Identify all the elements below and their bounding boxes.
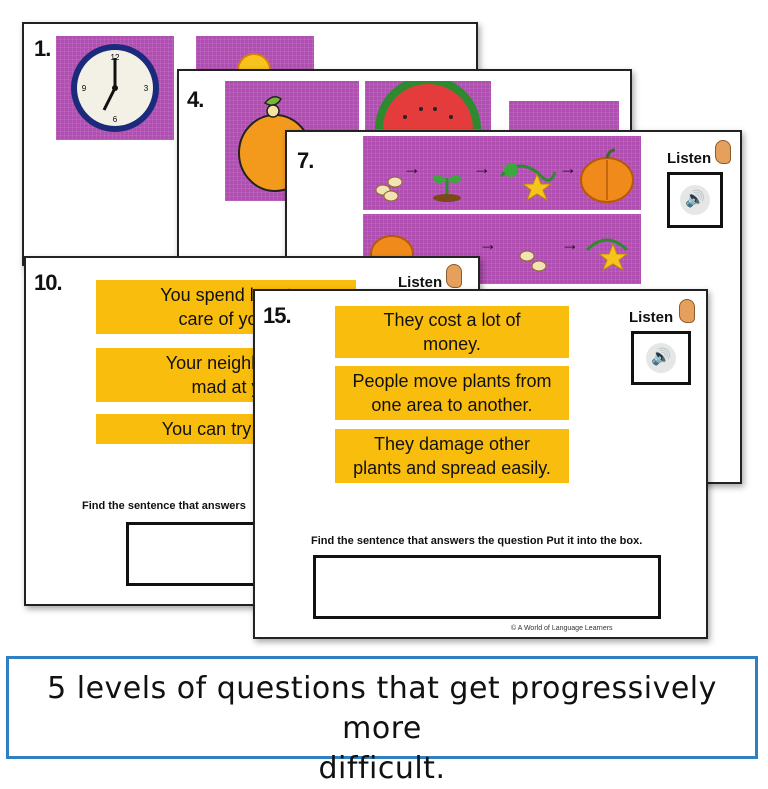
listen-label: Listen bbox=[398, 274, 443, 291]
copyright-text: © A World of Language Learners bbox=[511, 625, 613, 632]
slide-number: 15. bbox=[263, 303, 292, 328]
listen-label: Listen bbox=[667, 150, 712, 167]
slide-number: 4. bbox=[187, 87, 204, 112]
audio-button[interactable]: 🔊 bbox=[667, 172, 723, 228]
slide-number: 10. bbox=[34, 270, 63, 295]
seeds-icon bbox=[519, 250, 547, 272]
arrow-icon: → bbox=[479, 234, 497, 254]
speaker-icon[interactable]: 🔊 bbox=[680, 185, 710, 215]
arrow-icon: → bbox=[559, 158, 577, 178]
slide-number: 1. bbox=[34, 36, 51, 61]
answer-option[interactable]: They damage other plants and spread easi… bbox=[335, 429, 569, 483]
answer-option[interactable]: They cost a lot of money. bbox=[335, 306, 569, 358]
ear-icon bbox=[446, 264, 462, 288]
instruction-text: Find the sentence that answers bbox=[82, 500, 246, 512]
answer-drop-box[interactable] bbox=[313, 555, 661, 619]
ear-icon bbox=[679, 299, 695, 323]
svg-text:9: 9 bbox=[82, 84, 87, 93]
answer-option[interactable]: People move plants from one area to anot… bbox=[335, 366, 569, 420]
speaker-icon[interactable]: 🔊 bbox=[646, 343, 676, 373]
svg-text:12: 12 bbox=[111, 53, 120, 62]
answer-line: mad at y bbox=[191, 377, 261, 397]
vine-flower-icon bbox=[585, 238, 629, 272]
pumpkin-icon bbox=[580, 148, 634, 203]
svg-text:6: 6 bbox=[113, 115, 118, 124]
seeds-icon bbox=[375, 176, 403, 202]
ear-icon bbox=[715, 140, 731, 164]
arrow-icon: → bbox=[403, 158, 421, 178]
arrow-icon: → bbox=[473, 158, 491, 178]
clock-icon: 12 3 6 9 bbox=[71, 44, 159, 132]
listen-label: Listen bbox=[629, 309, 674, 326]
slide-card-15: 15. They cost a lot of money. People mov… bbox=[253, 289, 708, 639]
answer-line: money. bbox=[423, 334, 481, 354]
answer-line: care of your bbox=[178, 309, 274, 329]
slide-number: 7. bbox=[297, 148, 314, 173]
picture-tile: 12 3 6 9 bbox=[56, 36, 174, 140]
caption-line: difficult. bbox=[318, 751, 446, 786]
answer-line: They damage other bbox=[373, 434, 531, 454]
instruction-text: Find the sentence that answers the quest… bbox=[311, 535, 643, 547]
answer-line: People move plants from bbox=[352, 371, 552, 391]
audio-button[interactable]: 🔊 bbox=[631, 331, 691, 385]
caption-line: 5 levels of questions that get progressi… bbox=[47, 671, 717, 746]
answer-line: one area to another. bbox=[371, 395, 533, 415]
vine-flower-icon bbox=[499, 163, 557, 202]
caption-box: 5 levels of questions that get progressi… bbox=[6, 656, 758, 786]
svg-text:3: 3 bbox=[144, 84, 149, 93]
answer-line: They cost a lot of bbox=[383, 310, 521, 330]
sprout-icon bbox=[433, 175, 461, 202]
watermelon-icon bbox=[375, 76, 481, 129]
arrow-icon: → bbox=[561, 234, 579, 254]
life-cycle-strip: → → → bbox=[363, 136, 641, 210]
answer-line: plants and spread easily. bbox=[353, 458, 551, 478]
